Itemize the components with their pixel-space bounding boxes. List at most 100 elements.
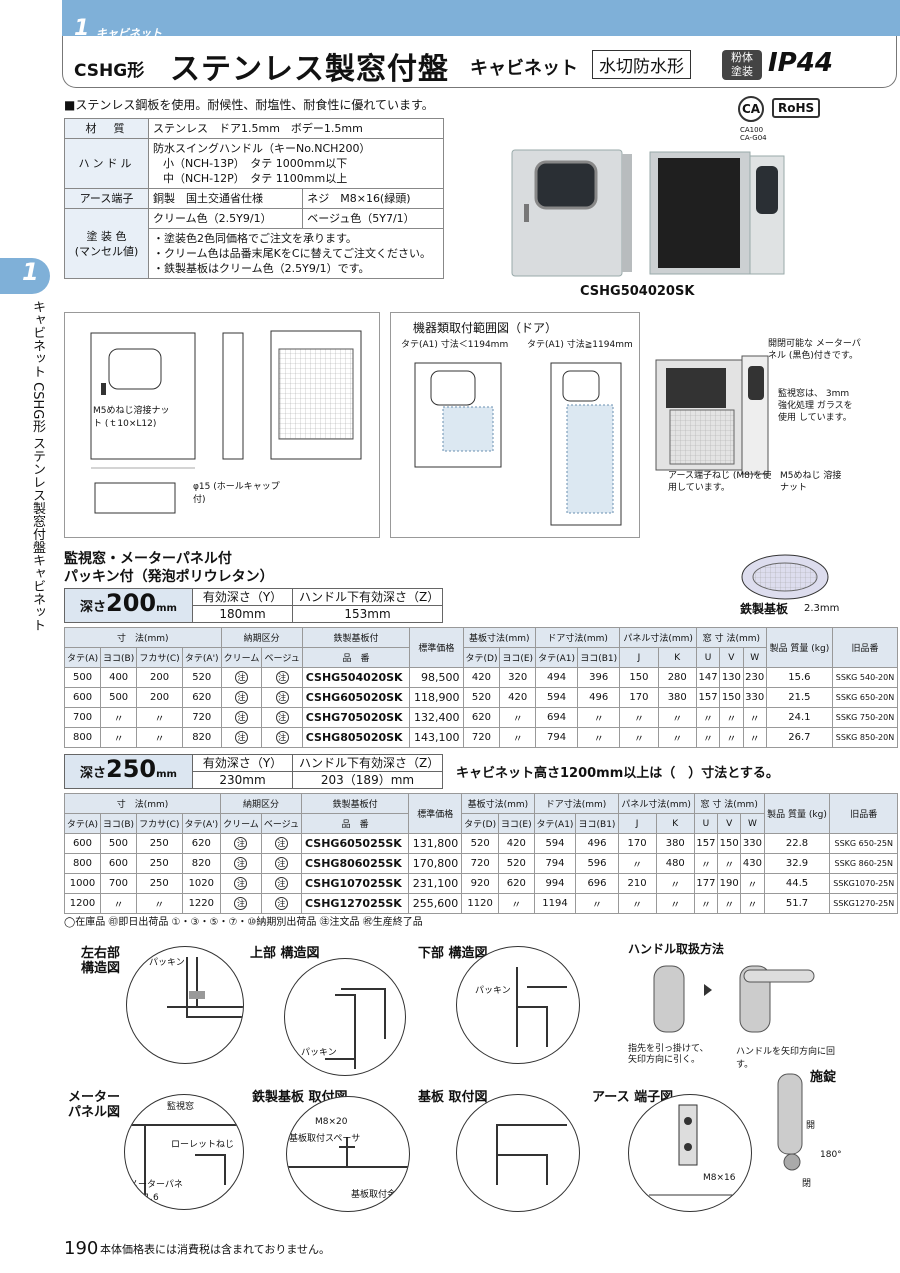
table-cell: 1000 [64, 873, 101, 894]
col-subheader-u: U [695, 647, 721, 668]
table-cell: 〃 [617, 853, 657, 874]
spec-key: 塗 装 色(マンセル値) [64, 208, 149, 279]
table-cell: 〃 [719, 707, 744, 728]
detail-label-base: 基板 取付図 [418, 1090, 488, 1105]
table-cell: CSHG805020SK [301, 727, 411, 748]
table-cell: 396 [577, 667, 621, 688]
powder-line1: 粉体 [731, 51, 753, 64]
page-title: ステンレス製窓付盤 [170, 52, 449, 87]
table-cell: 注 [260, 853, 303, 874]
stock-legend: ◯在庫品 ㊞即日出荷品 ①・③・⑤・⑦・⑩納期別出荷品 ㊟注文品 ㊗生産終了品 [64, 917, 423, 928]
table-cell: 注 [220, 667, 263, 688]
depth-pre: 深さ [80, 765, 107, 781]
paint-key-2: (マンセル値) [74, 244, 139, 258]
product-table-200: 寸 法(mm)納期区分鉄製基板付標準価格基板寸法(mm)ドア寸法(mm)パネル寸… [63, 627, 899, 748]
order-mark: 注 [235, 711, 249, 724]
section-title-2: パッキン付（発泡ポリウレタン） [64, 569, 274, 585]
table-cell: 注 [220, 727, 263, 748]
table-cell: 177 [693, 873, 719, 894]
table-cell: 620 [181, 833, 222, 854]
table-cell: 150 [619, 667, 659, 688]
table-cell: 200 [136, 667, 183, 688]
type-badge: 水切防水形 [592, 50, 691, 79]
table-cell: 420 [498, 833, 535, 854]
table-cell: 494 [535, 667, 579, 688]
table-cell: 157 [693, 833, 719, 854]
col-header-weight: 製品 質量 (kg) [763, 793, 831, 834]
label-packing: パッキン [149, 958, 185, 968]
order-mark: 注 [274, 837, 288, 850]
col-subheader-model: 品 番 [301, 647, 411, 668]
table-cell: 注 [260, 893, 303, 914]
table-cell: 〃 [740, 893, 765, 914]
table-cell: 〃 [136, 727, 183, 748]
table-cell: 44.5 [763, 873, 831, 894]
table-cell: 注 [260, 833, 303, 854]
table-cell: SSKG 860-25N [829, 853, 898, 874]
table-cell: 500 [99, 833, 137, 854]
table-cell: 330 [742, 687, 767, 708]
table-cell: 〃 [695, 707, 721, 728]
col-header-door_dim: ドア寸法(mm) [533, 793, 619, 814]
table-cell: 170 [619, 687, 659, 708]
col-subheader-c: フカサ(C) [135, 813, 183, 834]
table-cell: 〃 [498, 893, 535, 914]
table-cell: 24.1 [765, 707, 833, 728]
table-cell: 150 [719, 687, 744, 708]
lock-svg [777, 1073, 803, 1171]
table-cell: CSHG127025SK [301, 893, 410, 914]
table-cell: 〃 [100, 707, 138, 728]
col-subheader-b1: ヨコ(B1) [577, 647, 621, 668]
footer-note: 本体価格表には消費税は含まれておりません。 [100, 1243, 331, 1256]
depth-pre: 深さ [80, 599, 107, 615]
table-cell: 420 [462, 667, 501, 688]
table-cell: 500 [63, 667, 102, 688]
handle-line: 小（NCH-13P） タテ 1000mm以下 [163, 157, 348, 170]
table-cell: 190 [717, 873, 742, 894]
z-header: ハンドル下有効深さ（Z） [292, 754, 443, 772]
col-header-plate: 鉄製基板付 [301, 793, 410, 814]
handle-svg [653, 965, 815, 1033]
label-fitting: 基板取付金具 [351, 1190, 406, 1200]
cert-note-1: CA100 [740, 126, 764, 134]
front-side-view-svg [90, 330, 362, 514]
table-cell: 800 [63, 727, 102, 748]
table-cell: 496 [577, 687, 621, 708]
table-cell: 143,100 [409, 727, 464, 748]
table-cell: 〃 [657, 727, 697, 748]
handle-step1: 指先を引っ掛けて、 矢印方向に引く。 [628, 1044, 709, 1065]
table-cell: SSKG 650-25N [829, 833, 898, 854]
col-header-deliv: 納期区分 [220, 627, 303, 648]
table-cell: 696 [575, 873, 619, 894]
side-tab-number: 1 [22, 258, 39, 286]
col-subheader-cream: クリーム [220, 813, 262, 834]
detail-earth: M8×16 [628, 1094, 752, 1212]
col-header-weight: 製品 質量 (kg) [765, 627, 833, 668]
table-cell: 〃 [655, 873, 695, 894]
detail-earth-svg [649, 1104, 739, 1196]
table-cell: 〃 [617, 893, 657, 914]
detail-label-meter: メーター パネル図 [67, 1090, 120, 1120]
side-tab-text: キャビネット CSHG形 ステンレス製窓付盤キャビネット [30, 300, 45, 632]
table-cell: 〃 [717, 893, 742, 914]
table-cell: 994 [533, 873, 577, 894]
col-header-old: 旧品番 [829, 793, 898, 834]
col-subheader-a1: タテ(A1) [533, 813, 577, 834]
note-weld-nut: M5めねじ 溶接ナット [780, 471, 842, 493]
table-cell: 620 [181, 687, 222, 708]
powder-line2: 塗装 [731, 65, 753, 78]
depth-num: 200 [106, 588, 157, 617]
table-cell: 132,400 [409, 707, 464, 728]
col-subheader-a: タテ(A) [63, 647, 102, 668]
table-cell: 注 [260, 873, 303, 894]
col-subheader-v: V [717, 813, 742, 834]
spec-key: アース端子 [64, 188, 149, 209]
detail-label-bottom: 下部 構造図 [418, 946, 488, 961]
col-subheader-a1: タテ(A1) [535, 647, 579, 668]
order-mark: 注 [234, 877, 248, 890]
note-earth-screw: アース端子ねじ (M8)を使用しています。 [668, 471, 772, 493]
col-subheader-e: ヨコ(E) [498, 813, 535, 834]
